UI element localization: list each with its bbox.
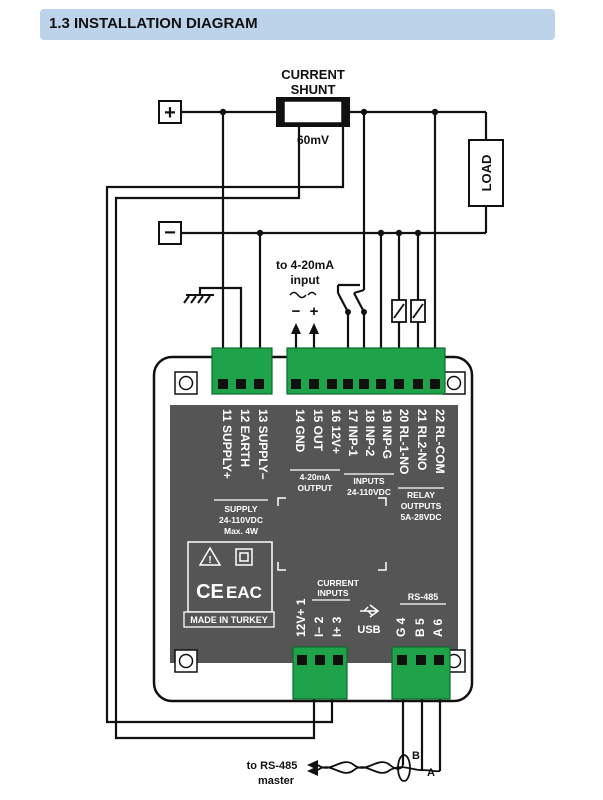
terminal-label-4: G 4	[394, 617, 408, 637]
terminal-label-12: 12 EARTH	[238, 409, 252, 467]
output-group-line2: OUTPUT	[298, 483, 334, 493]
inputs-group-line2: 24-110VDC	[347, 487, 391, 497]
warning-triangle-icon: !	[198, 546, 222, 566]
supply-group-line3: Max. 4W	[224, 526, 259, 536]
relay-group-line1: RELAY	[407, 490, 435, 500]
terminal-block-supply	[211, 347, 273, 395]
output-group-line1: 4-20mA	[300, 472, 331, 482]
terminal-label-11: 11 SUPPLY+	[220, 409, 234, 479]
made-in-text: MADE IN TURKEY	[190, 615, 268, 625]
group-brackets	[214, 469, 444, 501]
eac-mark: EAC	[226, 583, 262, 602]
mounting-hole-top-left	[174, 371, 198, 395]
shunt-title-line2: SHUNT	[291, 82, 336, 97]
double-insulation-icon	[235, 548, 253, 566]
analog-input-label: to 4-20mA input − +	[276, 258, 334, 320]
svg-text:!: !	[208, 555, 211, 566]
plus-terminal-box: +	[158, 100, 182, 124]
rs485-wire-a: A	[427, 767, 435, 779]
group-labels: SUPPLY 24-110VDC Max. 4W 4-20mA OUTPUT I…	[219, 472, 442, 536]
load-label: LOAD	[479, 155, 494, 192]
rs485-arrows	[307, 760, 318, 776]
top-terminal-labels: 11 SUPPLY+ 12 EARTH 13 SUPPLY− 14 GND 15…	[220, 409, 447, 480]
wiring	[105, 104, 488, 771]
section-title: 1.3 INSTALLATION DIAGRAM	[49, 15, 258, 32]
load: LOAD	[468, 139, 504, 207]
relay-group-line2: OUTPUTS	[401, 501, 442, 511]
shunt-value: 60mV	[297, 133, 329, 147]
usb-icon	[360, 604, 380, 618]
supply-group-line2: 24-110VDC	[219, 515, 263, 525]
supply-group-line1: SUPPLY	[224, 504, 258, 514]
terminal-block-rs485	[391, 646, 451, 700]
terminal-label-1: 12V+ 1	[294, 598, 308, 637]
analog-input-line1: to 4-20mA	[276, 258, 334, 272]
minus-sign: −	[164, 222, 176, 244]
current-inputs-title-line2: INPUTS	[317, 588, 349, 598]
terminal-label-22: 22 RL-COM	[433, 409, 447, 474]
rs485-twisted-pair	[317, 754, 441, 782]
relay-coil-2-icon	[410, 299, 426, 323]
terminal-label-21: 21 RL2-NO	[415, 409, 429, 470]
relay-coil-1-icon	[391, 299, 407, 323]
analog-minus: −	[292, 303, 301, 320]
junction-dots	[219, 108, 439, 315]
output-arrows	[291, 323, 319, 334]
relay-group-line3: 5A-28VDC	[400, 512, 441, 522]
terminal-label-2: I− 2	[312, 616, 326, 637]
current-inputs-title: CURRENT INPUTS	[317, 578, 359, 598]
terminal-label-18: 18 INP-2	[363, 409, 377, 457]
terminal-label-15: 15 OUT	[311, 409, 325, 452]
terminal-label-3: I+ 3	[330, 616, 344, 637]
ce-mark: CE	[196, 581, 224, 603]
plus-sign: +	[164, 102, 176, 124]
section-header: 1.3 INSTALLATION DIAGRAM	[40, 9, 555, 40]
rs485-wire-b: B	[412, 750, 420, 762]
terminal-block-current-inputs	[292, 646, 348, 700]
rs485-title: RS-485	[408, 592, 439, 602]
terminal-label-19: 19 INP-G	[380, 409, 394, 459]
usb-label: USB	[357, 624, 380, 636]
terminal-label-20: 20 RL-1-NO	[397, 409, 411, 474]
minus-terminal-box: −	[158, 221, 182, 245]
terminal-label-16: 16 12V+	[329, 409, 343, 454]
terminal-label-5: B 5	[413, 618, 427, 637]
rs485-master-line2: master	[258, 775, 295, 787]
bottom-terminal-labels: 12V+ 1 I− 2 I+ 3 G 4 B 5 A 6	[294, 598, 445, 637]
analog-plus: +	[310, 303, 319, 320]
terminal-block-signals	[286, 347, 446, 395]
display-window-marks	[277, 497, 387, 571]
terminal-label-17: 17 INP-1	[346, 409, 360, 457]
terminal-label-14: 14 GND	[293, 409, 307, 453]
mounting-hole-bottom-left	[174, 649, 198, 673]
current-inputs-title-line1: CURRENT	[317, 578, 359, 588]
terminal-label-13: 13 SUPPLY−	[256, 409, 270, 480]
current-shunt: CURRENT SHUNT 60mV	[276, 67, 350, 147]
earth-ground-icon	[183, 294, 214, 304]
inputs-group-line1: INPUTS	[353, 476, 385, 486]
mounting-hole-top-right	[442, 371, 466, 395]
rs485-master-line1: to RS-485	[247, 760, 298, 772]
terminal-label-6: A 6	[431, 618, 445, 637]
wave-icon	[289, 291, 317, 299]
made-in-badge: MADE IN TURKEY	[183, 611, 275, 628]
analog-input-line2: input	[290, 273, 319, 287]
shunt-title-line1: CURRENT	[281, 67, 345, 82]
